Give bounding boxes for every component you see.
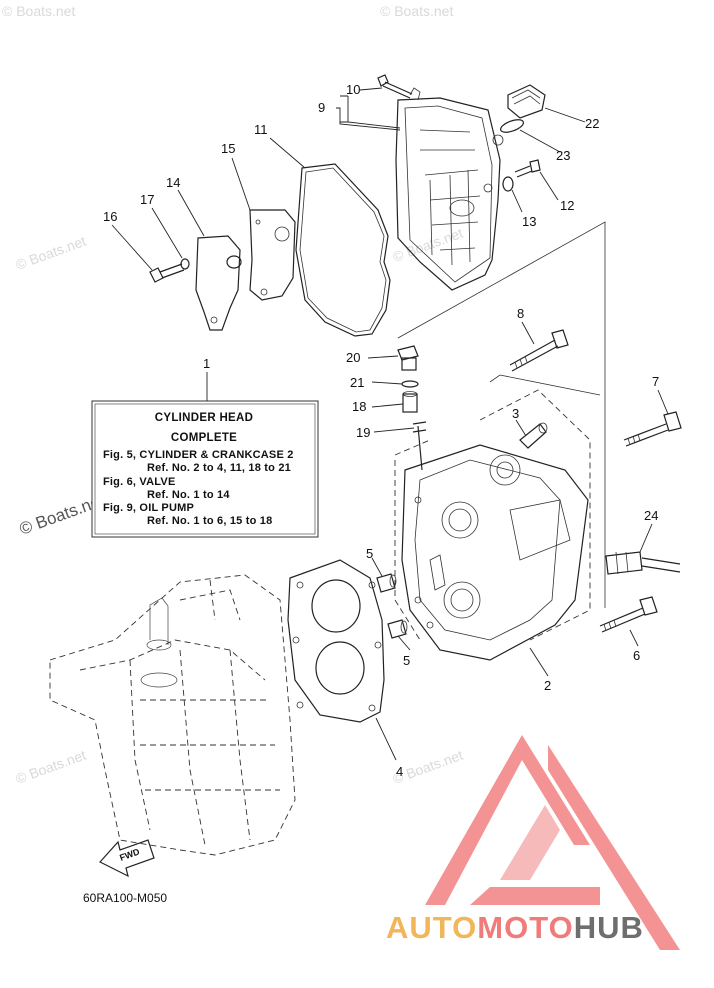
callout-7: 7 xyxy=(652,374,659,389)
callout-1: 1 xyxy=(203,356,210,371)
callout-19: 19 xyxy=(356,425,370,440)
washer-13 xyxy=(502,176,514,192)
info-box-line: Ref. No. 2 to 4, 11, 18 to 21 xyxy=(147,462,291,474)
callout-18: 18 xyxy=(352,399,366,414)
bolt-7 xyxy=(623,411,682,447)
head-gasket xyxy=(287,559,385,723)
plate-15 xyxy=(249,209,296,301)
callout-22: 22 xyxy=(585,116,599,131)
callout-6: 6 xyxy=(633,648,640,663)
cylinder-head xyxy=(401,444,589,661)
pin-19 xyxy=(412,421,427,471)
callout-11: 11 xyxy=(254,122,268,137)
bolt-12 xyxy=(514,159,541,178)
assembly-guide-lines xyxy=(394,221,606,641)
watermarks: © Boats.net © Boats.net © Boats.net © Bo… xyxy=(2,3,465,787)
washer-17 xyxy=(180,258,190,270)
callout-24: 24 xyxy=(644,508,658,523)
fwd-arrow-icon: FWD xyxy=(99,839,155,878)
diagram-code: 60RA100-M050 xyxy=(83,891,167,905)
callout-16: 16 xyxy=(103,209,117,224)
callout-9: 9 xyxy=(318,100,325,115)
callout-3: 3 xyxy=(512,406,519,421)
sleeve-18 xyxy=(402,391,418,413)
leader-lines xyxy=(111,87,669,761)
callouts: 1 2 3 4 5 5 6 7 8 9 10 11 12 13 14 15 16… xyxy=(103,82,659,779)
info-box-line: Ref. No. 1 to 6, 15 to 18 xyxy=(147,515,272,527)
callout-15: 15 xyxy=(221,141,235,156)
brand-text: AUTOMOTOHUB xyxy=(386,910,644,945)
info-box-line: Fig. 9, OIL PUMP xyxy=(103,502,194,514)
callout-13: 13 xyxy=(522,214,536,229)
info-box: CYLINDER HEAD COMPLETE Fig. 5, CYLINDER … xyxy=(91,400,319,538)
plate-14 xyxy=(195,235,242,331)
bolt-8 xyxy=(509,329,569,372)
spark-plug xyxy=(605,551,681,575)
callout-10: 10 xyxy=(346,82,360,97)
brand-part-hub: HUB xyxy=(574,910,644,945)
watermark-text: © Boats.net xyxy=(391,225,466,265)
watermark-text: © Boats.net xyxy=(14,747,89,787)
plug-20 xyxy=(397,345,419,371)
info-box-line: Fig. 6, VALVE xyxy=(103,476,175,488)
callout-5-lower: 5 xyxy=(403,653,410,668)
watermark-text: © Boats.net xyxy=(2,3,75,19)
bolt-6 xyxy=(599,596,658,633)
callout-21: 21 xyxy=(350,375,364,390)
oil-filler-cap xyxy=(499,84,546,133)
bolt-16 xyxy=(149,263,185,283)
info-box-subtitle: COMPLETE xyxy=(171,432,237,444)
brand-part-moto: MOTO xyxy=(477,910,573,945)
watermark-text: © Boats.net xyxy=(14,233,89,273)
info-box-title: CYLINDER HEAD xyxy=(155,412,253,424)
info-box-line: Fig. 5, CYLINDER & CRANKCASE 2 xyxy=(103,449,294,461)
callout-20: 20 xyxy=(346,350,360,365)
dowel-5-upper xyxy=(376,573,397,593)
info-box-line: Ref. No. 1 to 14 xyxy=(147,489,230,501)
callout-14: 14 xyxy=(166,175,180,190)
dowel-5-lower xyxy=(387,619,408,639)
callout-8: 8 xyxy=(517,306,524,321)
o-ring-21 xyxy=(401,380,419,388)
callout-17: 17 xyxy=(140,192,154,207)
automotohub-logo-icon xyxy=(425,735,680,950)
brand-part-auto: AUTO xyxy=(386,910,477,945)
callout-4: 4 xyxy=(396,764,403,779)
callout-23: 23 xyxy=(556,148,570,163)
callout-2: 2 xyxy=(544,678,551,693)
watermark-text: © Boats.net xyxy=(380,3,453,19)
crankcase-ghost xyxy=(49,574,296,856)
callout-12: 12 xyxy=(560,198,574,213)
dowel-3 xyxy=(519,422,548,449)
cylinder-head-cover xyxy=(395,87,504,291)
head-cover-gasket xyxy=(295,163,391,337)
callout-5-upper: 5 xyxy=(366,546,373,561)
bolt-10 xyxy=(377,74,413,99)
